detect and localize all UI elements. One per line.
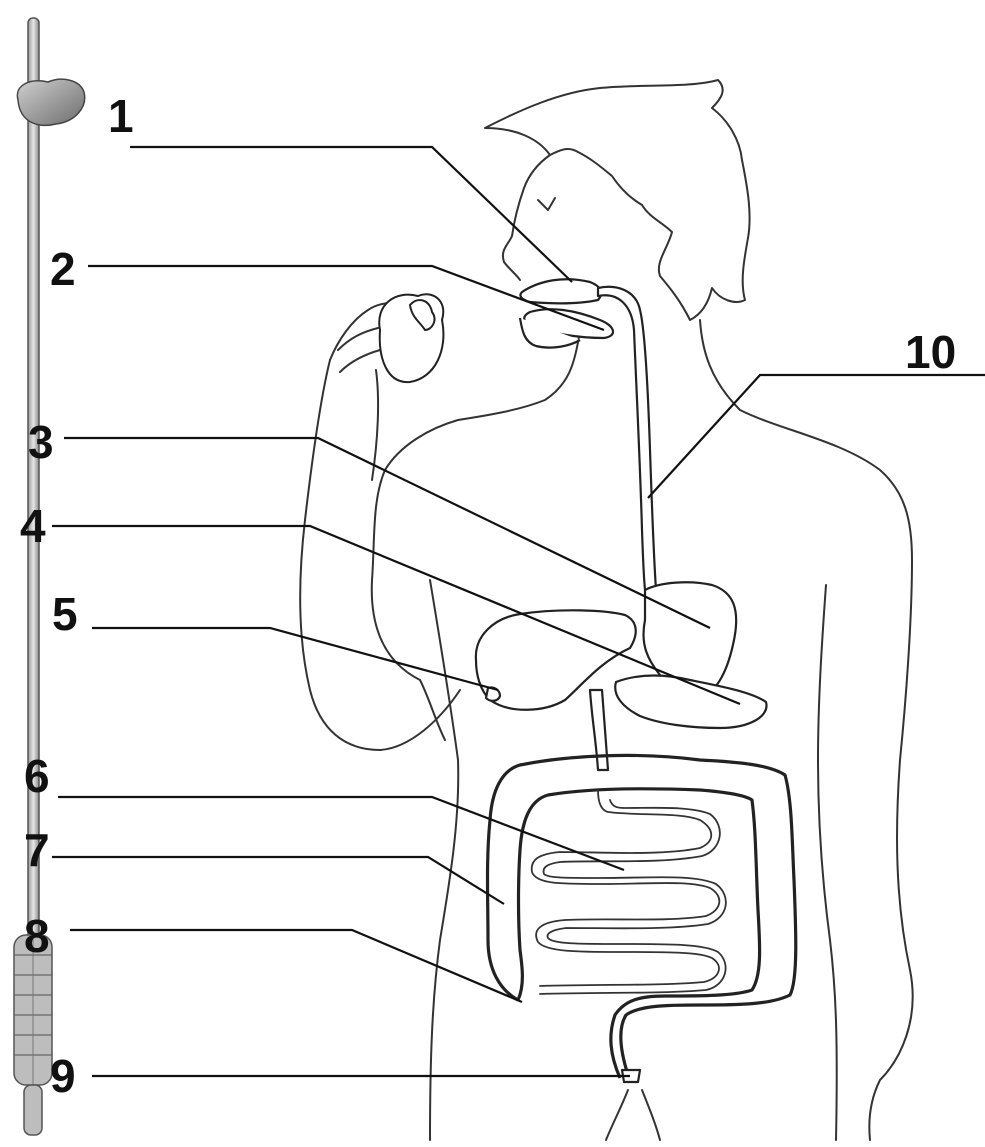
label-9: 9 bbox=[50, 1050, 76, 1102]
leader-line-1 bbox=[130, 147, 572, 282]
tract-scale-rod bbox=[14, 18, 85, 1135]
leader-line-6 bbox=[58, 797, 624, 870]
intestine-segments-icon bbox=[14, 935, 52, 1135]
small-intestine bbox=[532, 790, 726, 994]
human-figure bbox=[300, 80, 912, 1140]
leader-line-8 bbox=[70, 930, 522, 1002]
eye bbox=[538, 198, 555, 210]
label-8: 8 bbox=[24, 910, 50, 962]
pelvis-line-right bbox=[642, 1090, 660, 1140]
label-6: 6 bbox=[24, 750, 50, 802]
digestive-organs bbox=[476, 279, 796, 1082]
leader-line-7 bbox=[52, 857, 504, 904]
label-4: 4 bbox=[20, 500, 46, 552]
label-5: 5 bbox=[52, 588, 78, 640]
torso-right-inner bbox=[818, 585, 837, 1140]
label-7: 7 bbox=[24, 824, 50, 876]
label-2: 2 bbox=[50, 243, 76, 295]
label-1: 1 bbox=[108, 90, 134, 142]
label-3: 3 bbox=[28, 416, 54, 468]
leader-line-10 bbox=[648, 375, 985, 498]
face-profile bbox=[503, 155, 550, 280]
leader-line-5 bbox=[92, 628, 498, 690]
hair bbox=[485, 80, 750, 320]
label-10: 10 bbox=[905, 326, 956, 378]
pelvis-line-left bbox=[606, 1090, 628, 1140]
duodenum bbox=[590, 690, 608, 770]
large-intestine bbox=[488, 755, 796, 1078]
stomach-blob-icon bbox=[17, 79, 84, 125]
mouth bbox=[520, 279, 601, 303]
neck-shoulder-line bbox=[700, 320, 913, 1140]
